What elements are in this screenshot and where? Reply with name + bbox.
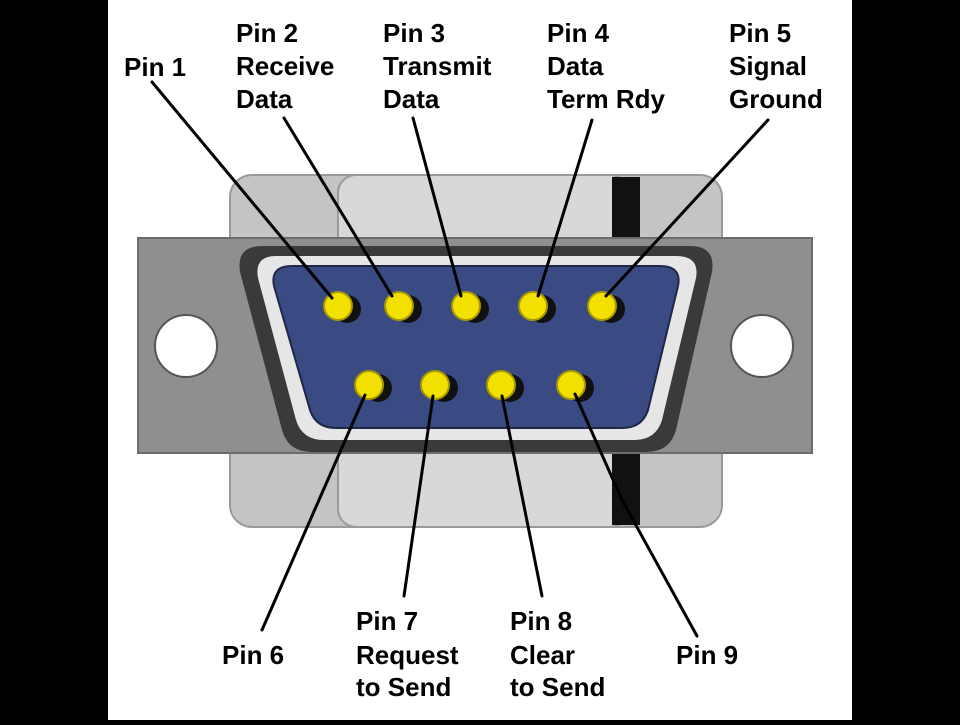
label-pin-7-line-1: Pin 7 xyxy=(356,606,418,636)
label-pin-2-line-1: Pin 2 xyxy=(236,18,298,48)
left-mounting-hole xyxy=(154,314,218,378)
leader-line-pin-3 xyxy=(411,116,463,298)
label-pin-5: Pin 5 Signal Ground xyxy=(729,18,823,114)
pin-7 xyxy=(420,370,458,402)
label-pin-7: Pin 7 Request to Send xyxy=(356,606,466,702)
pin-6 xyxy=(354,370,392,402)
label-pin-3-line-1: Pin 3 xyxy=(383,18,445,48)
label-pin-3: Pin 3 Transmit Data xyxy=(383,18,499,114)
label-pin-3-line-3: Data xyxy=(383,84,440,114)
pin-3 xyxy=(451,291,489,323)
label-pin-4-line-3: Term Rdy xyxy=(547,84,666,114)
leader-line-pin-8 xyxy=(500,394,544,598)
pin-9 xyxy=(556,370,594,402)
connector-face xyxy=(272,265,680,429)
pin-5 xyxy=(587,291,625,323)
label-pin-7-line-3: to Send xyxy=(356,672,451,702)
pin-4 xyxy=(518,291,556,323)
label-pin-1: Pin 1 xyxy=(124,52,186,82)
label-pin-6-line-1: Pin 6 xyxy=(222,640,284,670)
label-pin-8-line-1: Pin 8 xyxy=(510,606,572,636)
label-pin-8-line-3: to Send xyxy=(510,672,605,702)
label-pin-5-line-3: Ground xyxy=(729,84,823,114)
label-pin-6: Pin 6 xyxy=(222,640,284,670)
label-pin-2-line-3: Data xyxy=(236,84,293,114)
leader-line-pin-5 xyxy=(604,118,770,298)
leader-line-pin-4 xyxy=(536,118,594,298)
label-pin-9: Pin 9 xyxy=(676,640,738,670)
leader-line-pin-6 xyxy=(260,393,367,632)
leader-line-pin-9 xyxy=(573,392,699,638)
label-pin-8-line-2: Clear xyxy=(510,640,575,670)
right-mounting-hole xyxy=(730,314,794,378)
leader-line-pin-1 xyxy=(150,80,334,300)
label-pin-2-line-2: Receive xyxy=(236,51,334,81)
label-pin-5-line-2: Signal xyxy=(729,51,807,81)
label-pin-4: Pin 4 Data Term Rdy xyxy=(547,18,666,114)
label-pin-1-line-1: Pin 1 xyxy=(124,52,186,82)
label-pin-7-line-2: Request xyxy=(356,640,459,670)
label-pin-3-line-2: Transmit xyxy=(383,51,492,81)
label-pin-9-line-1: Pin 9 xyxy=(676,640,738,670)
pin-2 xyxy=(384,291,422,323)
label-pin-4-line-2: Data xyxy=(547,51,604,81)
label-pin-2: Pin 2 Receive Data xyxy=(236,18,342,114)
label-pin-8: Pin 8 Clear to Send xyxy=(510,606,605,702)
leader-line-pin-7 xyxy=(402,394,435,598)
leader-line-pin-2 xyxy=(282,116,394,298)
label-pin-4-line-1: Pin 4 xyxy=(547,18,610,48)
label-pin-5-line-1: Pin 5 xyxy=(729,18,791,48)
